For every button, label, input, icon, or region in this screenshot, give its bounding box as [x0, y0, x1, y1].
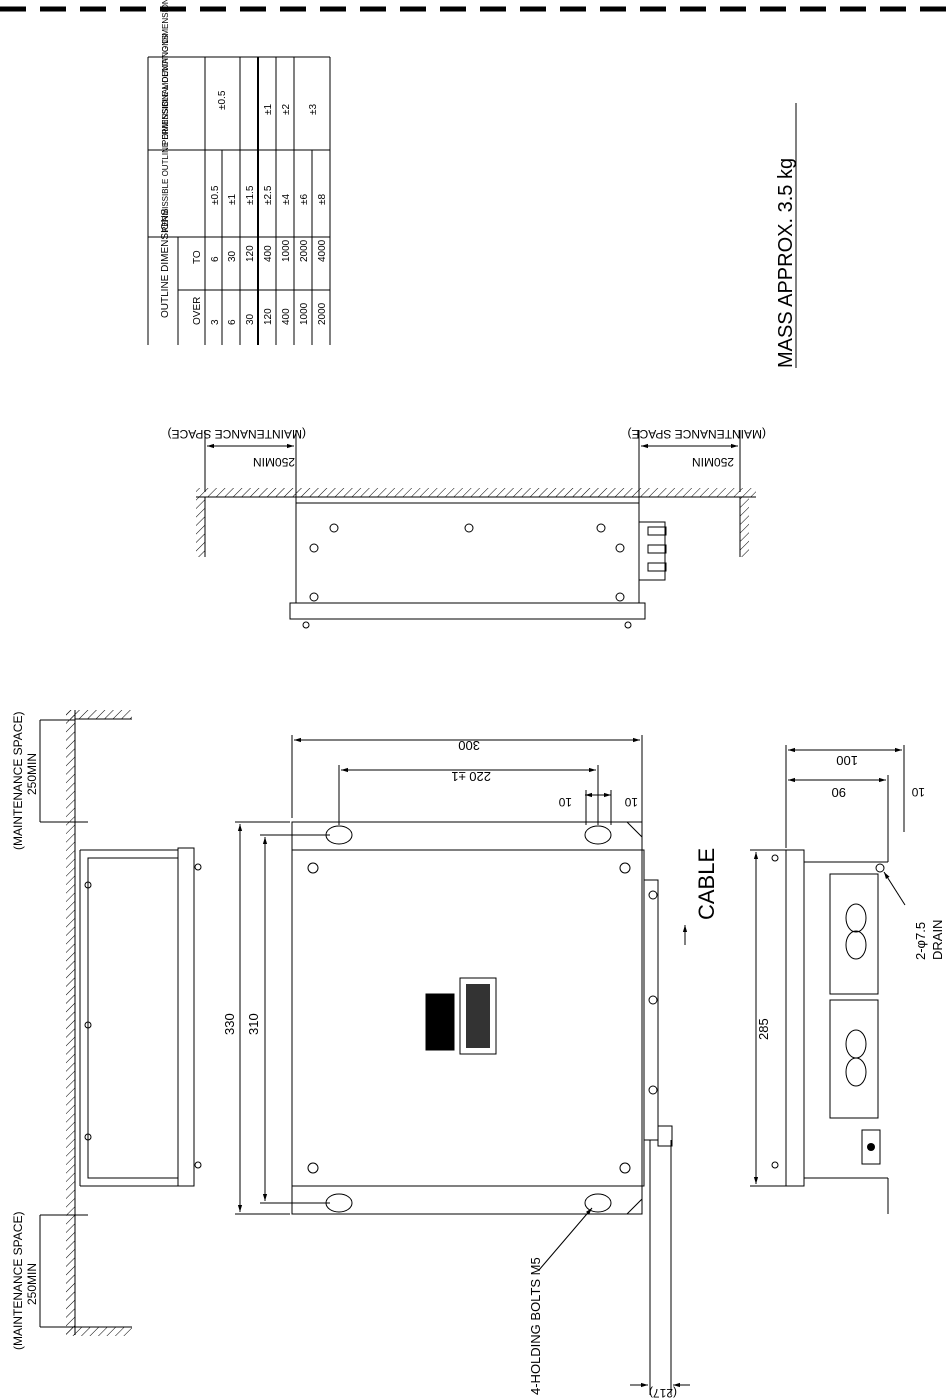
dim-100: 100	[836, 753, 858, 768]
tol-row-over: 1000	[299, 302, 310, 325]
label-maintenance-left-top: (MAINTENANCE SPACE)	[11, 712, 25, 850]
top-view	[196, 430, 756, 629]
tol-row-outline-dev: ±6	[299, 194, 310, 205]
dim-250min-left-bottom: 250MIN	[25, 1263, 39, 1305]
label-maintenance-left-bottom: (MAINTENANCE SPACE)	[11, 1212, 25, 1350]
label-drain-size: 2-φ7.5	[913, 922, 928, 960]
dim-300: 300	[458, 738, 480, 753]
dim-217: (217)	[649, 1386, 677, 1400]
tol-row-outline-dev: ±4	[281, 194, 292, 205]
tol-header-mount-dev: PERMISSIBLE MOUNTING DIMENSIONAL DEVIATI…	[161, 0, 170, 145]
mass-label: MASS APPROX. 3.5 kg	[775, 158, 797, 368]
dim-285: 285	[756, 1018, 771, 1040]
tol-row-to: 2000	[299, 239, 310, 262]
label-drain: DRAIN	[930, 920, 945, 960]
tol-row-over: 400	[281, 308, 292, 325]
dim-250min-top-left: 250MIN	[253, 455, 295, 469]
tol-row-to: 1000	[281, 239, 292, 262]
tol-row-over: 2000	[317, 302, 328, 325]
label-maintenance-top-left: (MAINTENANCE SPACE)	[168, 427, 306, 441]
tol-row-over: 120	[263, 308, 274, 325]
tol-row-outline-dev: ±8	[317, 194, 328, 205]
nameplate-label	[425, 993, 455, 1051]
dim-250min-top-right: 250MIN	[692, 455, 734, 469]
label-maintenance-top-right: (MAINTENANCE SPACE)	[628, 427, 766, 441]
left-side-view	[39, 710, 202, 1336]
front-view	[291, 821, 673, 1215]
tol-row-to: 400	[263, 245, 274, 262]
label-holding-bolts: 4-HOLDING BOLTS M5	[528, 1257, 543, 1395]
dim-220: 220 ±1	[451, 769, 491, 784]
right-side-view	[771, 822, 889, 1214]
tol-row-over: 6	[227, 319, 238, 325]
tol-row-outline-dev: ±2.5	[263, 185, 274, 205]
dim-250min-left-top: 250MIN	[25, 753, 39, 795]
tol-row-outline-dev: ±0.5	[210, 185, 221, 205]
tol-row-to: 30	[227, 250, 238, 262]
tol-header-to: TO	[192, 250, 203, 264]
tol-row-outline-dev: ±1	[227, 194, 238, 205]
tol-row-to: 120	[245, 245, 256, 262]
tol-header-outline-dev: PERMISSIBLE OUTLINE DIMENSIONAL DEVIATIO…	[161, 35, 170, 232]
label-cable: CABLE	[694, 848, 719, 920]
spec-label	[459, 977, 497, 1055]
dim-90: 90	[832, 785, 846, 800]
dim-310: 310	[246, 1013, 261, 1035]
dim-10a: 10	[558, 795, 572, 809]
tol-row-to: 4000	[317, 239, 328, 262]
dim-10c: 10	[911, 785, 925, 799]
tol-mount-dev-b: ±1	[263, 104, 274, 115]
tol-row-to: 6	[210, 256, 221, 262]
tol-mount-dev-a: ±0.5	[217, 90, 228, 110]
tol-row-outline-dev: ±1.5	[245, 185, 256, 205]
tol-mount-dev-d: ±3	[308, 104, 319, 115]
tol-row-over: 30	[245, 313, 256, 325]
dim-330: 330	[222, 1013, 237, 1035]
tol-header-over: OVER	[192, 297, 203, 325]
tol-mount-dev-c: ±2	[281, 104, 292, 115]
mass-text: MASS APPROX. 3.5 kg	[775, 158, 797, 368]
dim-10b: 10	[624, 795, 638, 809]
tolerance-table	[147, 56, 331, 345]
tol-header-outline: OUTLINE DIMENSIONS	[160, 208, 171, 318]
tol-row-over: 3	[210, 319, 221, 325]
